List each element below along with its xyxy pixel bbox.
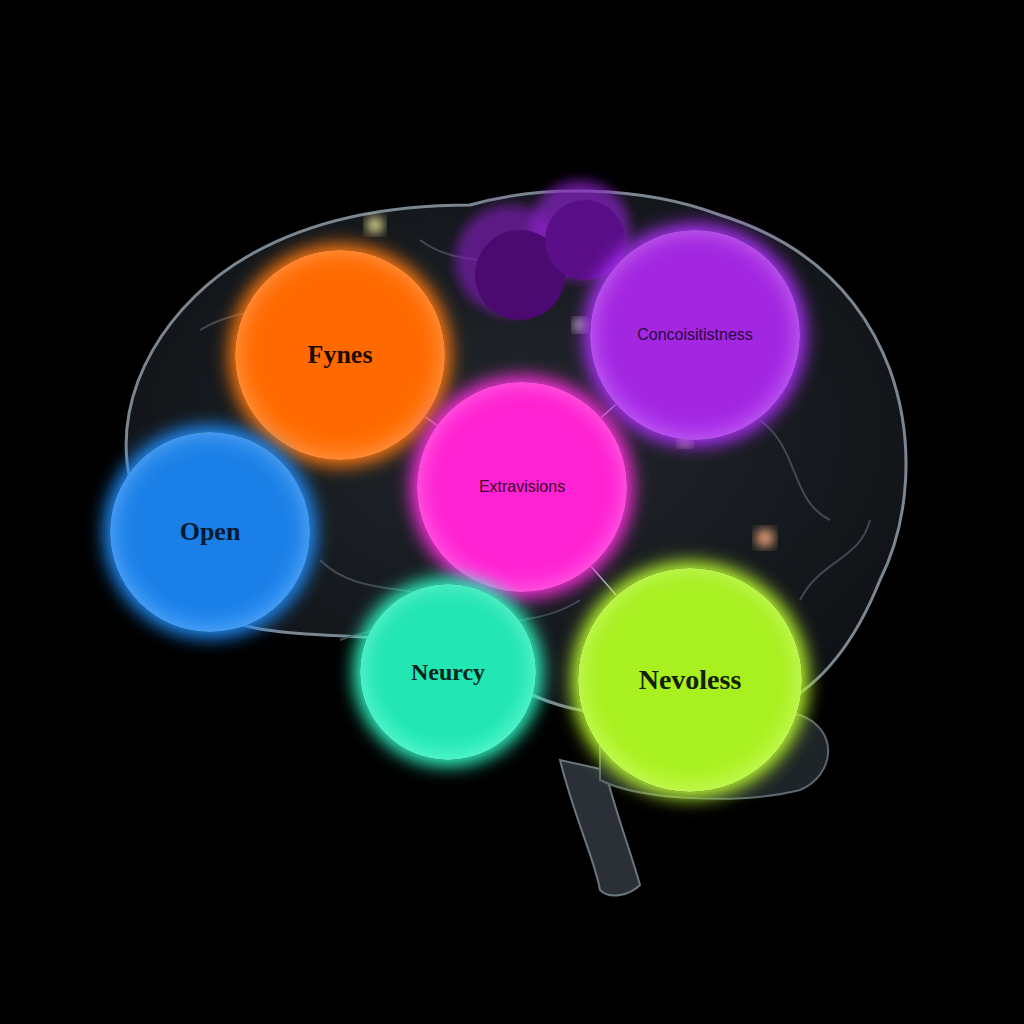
trait-circle: Extravisions: [417, 382, 627, 592]
trait-circle: Nevoless: [578, 568, 802, 792]
trait-circle: Neurcy: [360, 584, 536, 760]
trait-label: Fynes: [308, 340, 373, 370]
trait-circle: Open: [110, 432, 310, 632]
trait-label: Nevoless: [639, 664, 742, 696]
trait-label: Open: [180, 517, 241, 547]
connector-line: [591, 566, 617, 595]
trait-circle: Concoisitistness: [590, 230, 800, 440]
trait-label: Neurcy: [411, 659, 485, 686]
trait-label: Extravisions: [479, 478, 565, 496]
trait-circle: Fynes: [235, 250, 445, 460]
trait-label: Concoisitistness: [637, 326, 753, 344]
connector-line: [425, 417, 437, 426]
connector-line: [601, 404, 616, 417]
